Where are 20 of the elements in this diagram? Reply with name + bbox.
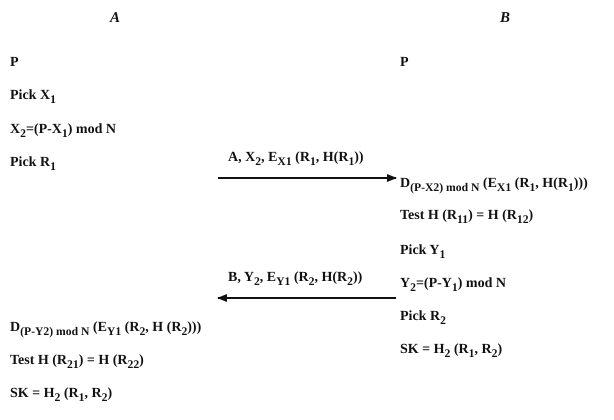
step-text: SK = H$_{2}$ (R$_{1}$, R$_{2}$) [10,386,112,404]
step-text: Y$_{2}$=(P-Y$_{1}$) mod N [400,276,506,294]
message-arrow [218,174,397,182]
party-label: A [110,10,120,27]
step-text: P [10,55,19,71]
step-text: Pick X$_{1}$ [10,88,56,106]
party-label: B [500,10,510,27]
step-text: Pick R$_{1}$ [10,155,56,173]
step-text: D$_{(P-Y2) mod N}$ (E$_{Y1}$ (R$_{2}$, H (R$_{2}$))) [10,320,202,338]
step-text: Test H (R$_{21}$) = H (R$_{22}$) [10,353,144,371]
step-text: X$_{2}$=(P-X$_{1}$) mod N [10,122,116,140]
step-text: Pick R$_{2}$ [400,309,446,327]
step-text: Pick Y$_{1}$ [400,243,446,261]
step-text: SK = H$_{2}$ (R$_{1}$, R$_{2}$) [400,342,502,360]
step-text: D$_{(P-X2) mod N}$ (E$_{X1}$ (R$_{1}$, H(R$_{1}$))) [400,176,588,194]
step-text: Test H (R$_{11}$) = H (R$_{12}$) [400,208,534,226]
step-text: P [400,55,409,71]
edge-label: A, X$_{2}$, E$_{X1}$ (R$_{1}$, H(R$_{1}$)) [226,150,366,168]
message-arrow [217,294,396,302]
edge-label: B, Y$_{2}$, E$_{Y1}$ (R$_{2}$, H(R$_{2}$)) [226,270,364,288]
